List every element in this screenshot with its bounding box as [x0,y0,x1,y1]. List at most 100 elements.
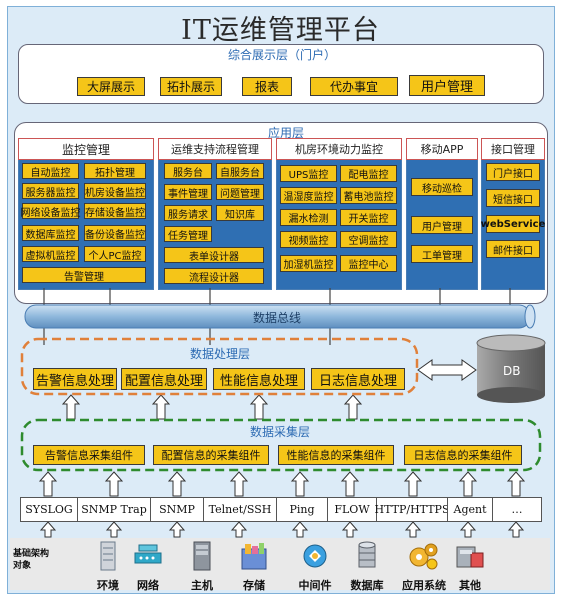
object-network: 网络 [132,541,164,593]
base-objects-label-line2: 对象 [13,561,32,571]
mobile-item: 移动巡检 [411,178,473,196]
portal-item-user-mgmt: 用户管理 [409,75,485,96]
monitor-item: 网络设备监控 [21,203,81,219]
object-label: 数据库 [350,579,384,592]
room-item: 空调监控 [340,231,397,248]
mobile-item: 用户管理 [411,216,473,234]
protocol-http: HTTP/HTTPS [375,497,450,522]
collect-item-alarm: 告警信息采集组件 [33,445,145,465]
process-item-perf: 性能信息处理 [213,368,305,390]
network-switch-icon [134,544,162,564]
process-layer-label: 数据处理层 [190,347,251,361]
protocol-more: … [492,497,542,522]
interface-item: 短信接口 [486,189,540,207]
app-layer-label: 应用层 [268,126,305,140]
protocol-telnet-ssh: Telnet/SSH [203,497,277,522]
process-db-arrow [417,359,477,381]
data-bus-label: 数据总线 [253,311,302,325]
server-rack-icon [100,541,116,571]
monitor-item: 机房设备监控 [84,183,146,199]
object-label: 主机 [191,579,213,592]
base-objects-label: 基础架构 对象 [13,548,49,572]
ops-item: 自服务台 [216,163,264,179]
app-bus-connectors [43,288,511,345]
portal-layer-label: 综合展示层（门户） [228,48,337,62]
collect-item-perf: 性能信息的采集组件 [278,445,394,465]
object-label: 环境 [97,579,119,592]
protocol-snmp-trap: SNMP Trap [77,497,151,522]
collect-item-config: 配置信息的采集组件 [153,445,269,465]
data-bus-end [524,304,536,329]
mobile-panel-title: 移动APP [406,138,478,160]
storage-array-icon [241,543,267,570]
base-objects-label-line1: 基础架构 [13,549,50,559]
monitor-item-alarm: 告警管理 [22,267,146,283]
object-label: 中间件 [298,579,332,592]
portal-item-topology: 拓扑展示 [160,77,222,96]
room-item: 监控中心 [340,255,397,272]
object-middleware: 中间件 [295,541,335,593]
monitor-item: 数据库监控 [22,225,79,241]
process-layer-frame [20,337,419,396]
process-item-config: 配置信息处理 [121,368,207,390]
room-item: 加湿机监控 [280,255,337,272]
monitor-item: 拓扑管理 [84,163,146,179]
protocol-snmp: SNMP [150,497,204,522]
room-item: 开关监控 [340,209,397,226]
db-cylinder [476,334,546,403]
protocol-ping: Ping [276,497,328,522]
collect-layer-frame [20,418,542,472]
room-panel-title: 机房环境动力监控 [276,138,402,160]
collect-to-process-arrows [61,394,363,420]
interface-item: 邮件接口 [486,240,540,258]
collect-item-log: 日志信息的采集组件 [404,445,522,465]
room-item: 漏水检测 [280,209,337,226]
ops-item: 知识库 [216,205,264,221]
monitor-item: 个人PC监控 [84,246,146,262]
room-item: UPS监控 [280,165,337,182]
ops-item: 流程设计器 [164,268,264,284]
room-item: 视频监控 [280,231,337,248]
object-to-protocol-arrows [39,521,525,538]
database-icon [358,541,376,568]
object-label: 应用系统 [402,579,446,592]
server-host-icon [193,541,211,571]
protocol-agent: Agent [447,497,493,522]
protocol-flow: FLOW [327,497,377,522]
portal-item-todo: 代办事宜 [310,77,398,96]
ops-item: 问题管理 [216,184,264,200]
object-environment: 环境 [92,541,124,593]
portal-item-big-screen: 大屏展示 [77,77,145,96]
room-item: 温湿度监控 [280,187,337,204]
ops-item: 事件管理 [164,184,212,200]
object-host: 主机 [186,541,218,593]
object-application: 应用系统 [400,541,448,593]
ops-item: 服务请求 [164,205,212,221]
monitor-panel-title: 监控管理 [18,138,154,160]
interface-panel-title: 接口管理 [481,138,545,160]
application-gears-icon [409,543,438,570]
monitor-item: 服务器监控 [22,183,79,199]
object-label: 网络 [137,579,159,592]
monitor-item: 存储设备监控 [84,203,146,219]
ops-item: 表单设计器 [164,247,264,263]
object-database: 数据库 [347,541,387,593]
other-devices-icon [456,546,484,568]
room-item: 配电监控 [340,165,397,182]
object-label: 其他 [459,579,481,592]
portal-item-report: 报表 [242,77,292,96]
monitor-item: 虚拟机监控 [22,246,79,262]
diagram-title: IT运维管理平台 [181,15,380,46]
ops-item: 服务台 [164,163,212,179]
room-item: 蓄电池监控 [340,187,397,204]
monitor-item: 自动监控 [22,163,79,179]
interface-item: 门户接口 [486,163,540,181]
protocol-to-collect-arrows [38,471,526,497]
interface-item: webService [481,215,545,233]
ops-item: 任务管理 [164,226,212,242]
object-storage: 存储 [238,541,270,593]
monitor-item: 备份设备监控 [84,225,146,241]
db-label: DB [503,364,521,378]
